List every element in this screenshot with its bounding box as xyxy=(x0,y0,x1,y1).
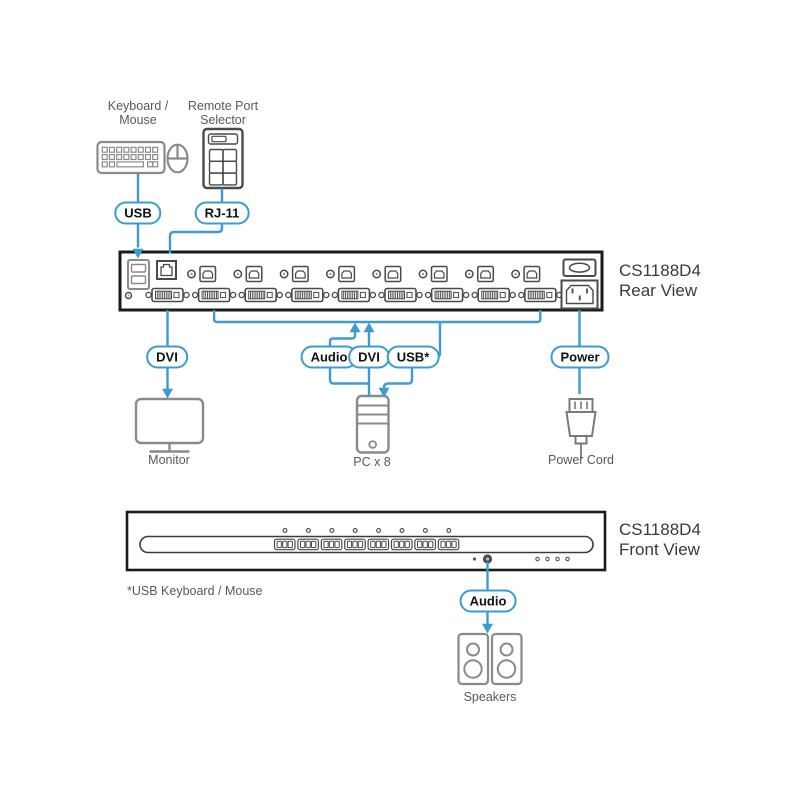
arrow-into-speakers xyxy=(482,623,493,634)
front-audio-jack-icon xyxy=(482,554,493,564)
badge-power: Power xyxy=(550,345,610,369)
front-right-leds xyxy=(535,556,570,562)
arrow-up-dvi xyxy=(363,322,375,333)
badge-usb-pc: USB* xyxy=(386,345,440,369)
console-audio-jack-icon xyxy=(124,291,133,300)
pc-tower-icon xyxy=(355,394,390,454)
rear-panel xyxy=(118,250,604,312)
monitor-icon xyxy=(134,397,205,453)
badge-audio-pc: Audio xyxy=(300,345,358,369)
usb-console-port-icon xyxy=(127,259,150,290)
line-bracket-pc-ports xyxy=(212,310,542,324)
front-view-title: CS1188D4 Front View xyxy=(619,520,701,559)
keyboard-icon xyxy=(96,140,166,175)
power-inlet-icon xyxy=(560,279,599,310)
keyboard-mouse-label: Keyboard / Mouse xyxy=(107,99,169,127)
usb-keyboard-mouse-footnote: *USB Keyboard / Mouse xyxy=(127,584,263,598)
power-cord-label: Power Cord xyxy=(548,453,614,467)
arrow-into-usb-port xyxy=(132,248,144,259)
badge-dvi-pc: DVI xyxy=(348,345,390,369)
speakers-label: Speakers xyxy=(463,690,517,704)
badge-dvi-monitor: DVI xyxy=(146,345,188,369)
power-cord-icon xyxy=(565,398,597,459)
line-audio-down xyxy=(328,368,369,385)
badge-audio-speakers: Audio xyxy=(459,589,517,613)
badge-rj11: RJ-11 xyxy=(194,201,250,225)
connection-arrowheads xyxy=(132,248,493,634)
rj11-port-icon xyxy=(156,260,177,280)
monitor-label: Monitor xyxy=(148,453,190,467)
front-mic-dot xyxy=(472,557,477,561)
line-selector-rj11 xyxy=(168,188,224,254)
rear-view-title: CS1188D4 Rear View xyxy=(619,261,701,300)
remote-port-selector-icon xyxy=(202,127,244,190)
line-usb-down xyxy=(382,368,414,389)
mouse-icon xyxy=(166,143,189,174)
arrow-up-audio xyxy=(349,322,361,333)
badge-usb: USB xyxy=(114,201,162,225)
dvi-ports xyxy=(145,287,563,303)
speakers-icon xyxy=(457,632,523,686)
remote-port-selector-label: Remote Port Selector xyxy=(187,99,259,127)
power-switch-icon xyxy=(562,258,597,277)
pc-label: PC x 8 xyxy=(353,455,391,469)
arrow-into-monitor xyxy=(162,388,173,399)
line-audio-up xyxy=(328,331,357,346)
arrow-into-pc xyxy=(378,387,390,398)
front-panel xyxy=(125,510,607,572)
